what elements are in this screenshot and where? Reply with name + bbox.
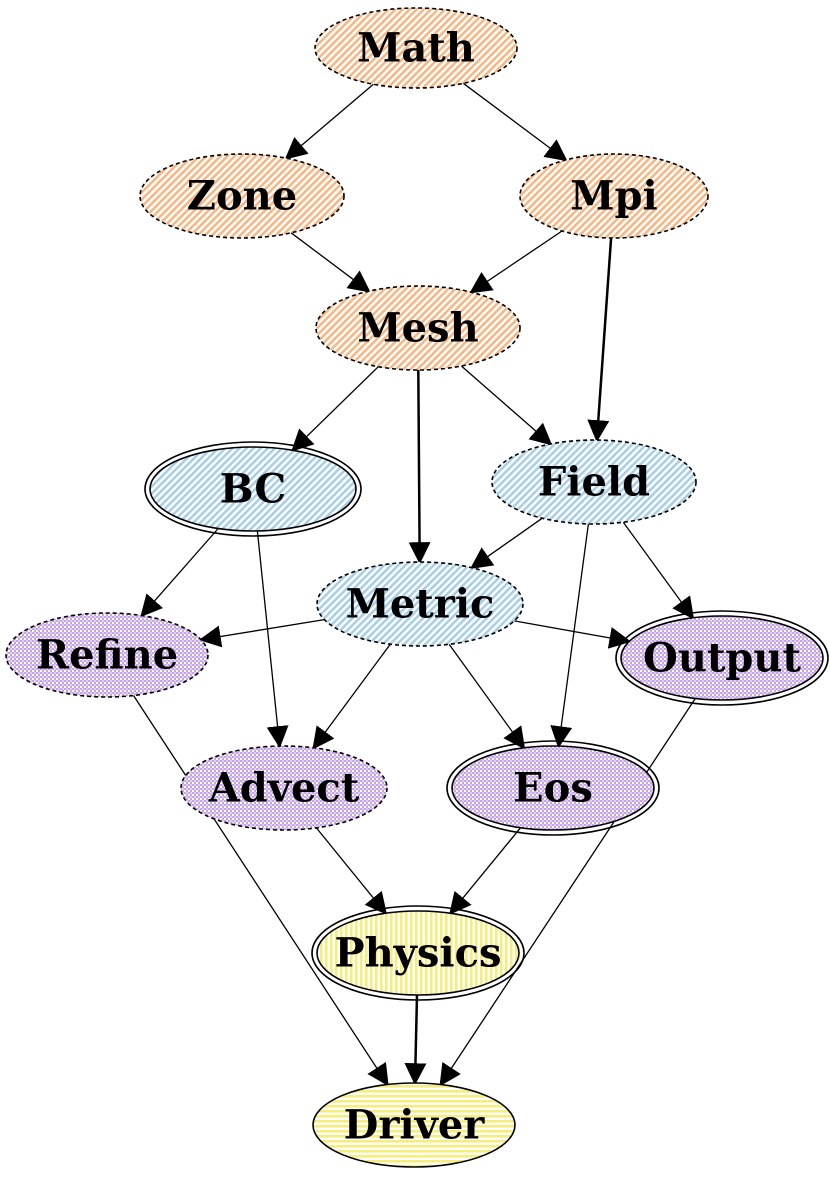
edge-refine-to-driver (132, 695, 389, 1087)
edge-advect-to-physics (315, 827, 388, 915)
node-eos-shape (451, 745, 655, 831)
edge-metric-to-advect (312, 643, 391, 750)
edge-output-to-driver (439, 698, 696, 1087)
node-driver[interactable]: Driver (312, 1082, 516, 1168)
node-metric-label: Metric (346, 581, 495, 628)
node-math-shape (314, 7, 518, 89)
edge-bc-to-refine (140, 528, 219, 618)
node-mpi-label: Mpi (570, 173, 657, 220)
node-mpi-shape (519, 153, 709, 239)
node-driver-shape (312, 1082, 516, 1168)
node-bc-outer-ring (144, 441, 362, 537)
edge-field-to-metric (469, 517, 543, 569)
node-output-outer-ring (615, 610, 829, 706)
edges-layer (132, 82, 696, 1087)
node-field-label: Field (538, 459, 650, 506)
edge-metric-to-eos (448, 643, 526, 750)
node-field[interactable]: Field (491, 439, 697, 525)
node-refine-label: Refine (36, 632, 178, 679)
node-output[interactable]: Output (615, 610, 829, 706)
node-field-shape (491, 439, 697, 525)
node-physics-label: Physics (335, 930, 502, 977)
edge-physics-to-driver (404, 994, 427, 1086)
edge-field-to-output (622, 521, 695, 620)
edge-mpi-to-field (587, 237, 613, 443)
node-advect-shape (180, 745, 388, 831)
node-mesh-shape (315, 285, 521, 371)
edge-eos-to-physics (449, 827, 522, 915)
edge-math-to-mpi (462, 82, 568, 162)
edge-mesh-to-metric (408, 369, 431, 565)
node-zone-label: Zone (187, 173, 297, 220)
edge-math-to-zone (284, 83, 374, 160)
node-mpi[interactable]: Mpi (519, 153, 709, 239)
node-refine-shape (5, 612, 209, 698)
node-metric[interactable]: Metric (316, 561, 524, 647)
node-eos-label: Eos (513, 765, 593, 812)
edge-mesh-to-bc (291, 366, 379, 452)
node-physics-shape (316, 910, 520, 996)
node-math[interactable]: Math (314, 7, 518, 89)
node-bc-label: BC (220, 466, 286, 513)
node-physics[interactable]: Physics (311, 905, 525, 1001)
node-driver-label: Driver (344, 1102, 486, 1149)
node-refine[interactable]: Refine (5, 612, 209, 698)
node-zone-shape (139, 153, 345, 239)
node-output-label: Output (643, 635, 801, 682)
node-eos-outer-ring (446, 740, 660, 836)
node-advect[interactable]: Advect (180, 745, 388, 831)
edge-bc-to-advect (256, 530, 289, 749)
node-mesh-label: Mesh (357, 305, 478, 352)
edge-mpi-to-mesh (469, 230, 563, 294)
edge-field-to-eos (550, 523, 590, 749)
edge-metric-to-output (514, 620, 632, 649)
node-math-label: Math (357, 25, 475, 72)
node-physics-outer-ring (311, 905, 525, 1001)
edge-metric-to-refine (198, 618, 325, 648)
node-eos[interactable]: Eos (446, 740, 660, 836)
edge-zone-to-mesh (290, 232, 371, 293)
node-advect-label: Advect (208, 765, 360, 812)
node-bc-shape (149, 446, 357, 532)
node-mesh[interactable]: Mesh (315, 285, 521, 371)
edge-mesh-to-field (460, 365, 553, 446)
node-bc[interactable]: BC (144, 441, 362, 537)
node-zone[interactable]: Zone (139, 153, 345, 239)
node-output-shape (620, 615, 824, 701)
node-metric-shape (316, 561, 524, 647)
